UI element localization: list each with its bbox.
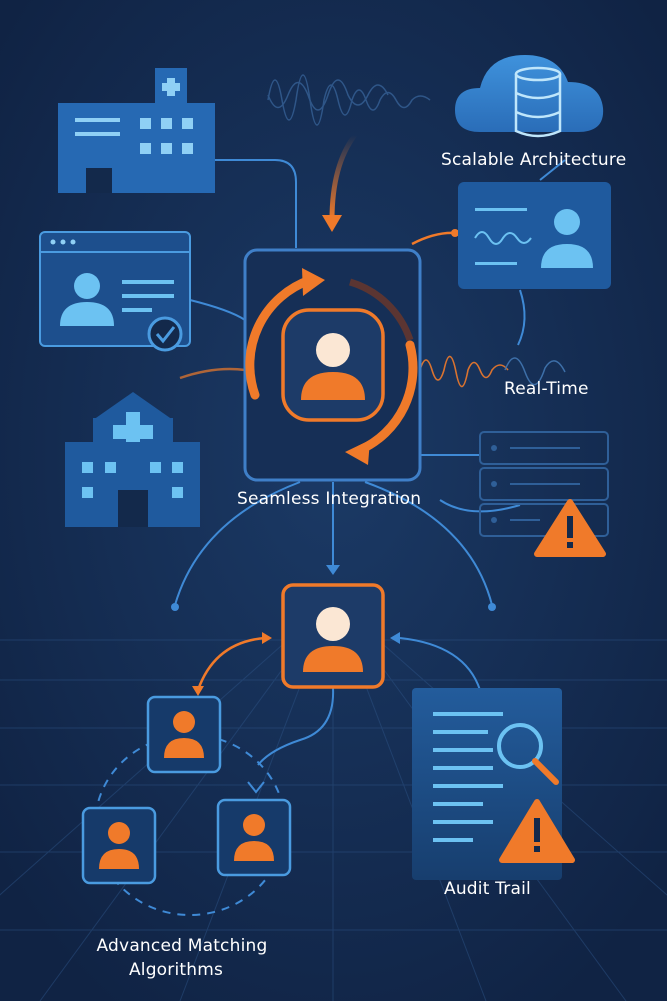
user-icon <box>81 806 157 885</box>
label-audit-trail: Audit Trail <box>444 879 531 899</box>
warning-icon <box>534 499 606 557</box>
magnifier-icon <box>497 723 559 785</box>
sync-arrows-icon <box>245 268 418 465</box>
label-scalable-architecture: Scalable Architecture <box>441 150 627 170</box>
user-icon <box>146 695 222 774</box>
checkmark-icon <box>147 316 183 352</box>
cloud-database-icon <box>455 55 604 138</box>
waveform-top <box>267 74 431 126</box>
waveform-real-time <box>419 355 509 388</box>
label-real-time: Real-Time <box>504 379 589 399</box>
warning-icon <box>499 799 575 863</box>
label-advanced-matching-line2: Algorithms <box>128 960 224 980</box>
hospital-icon <box>65 392 200 527</box>
monitor-user-icon <box>458 182 611 289</box>
label-advanced-matching-line1: Advanced Matching <box>96 936 268 956</box>
label-seamless-integration: Seamless Integration <box>237 489 422 509</box>
user-icon <box>216 798 292 877</box>
server-rack-icon <box>479 431 609 537</box>
hospital-icon <box>58 68 215 193</box>
patient-record-icon <box>39 231 191 347</box>
connectors <box>174 159 566 766</box>
user-icon <box>281 583 385 689</box>
user-icon <box>281 308 385 422</box>
